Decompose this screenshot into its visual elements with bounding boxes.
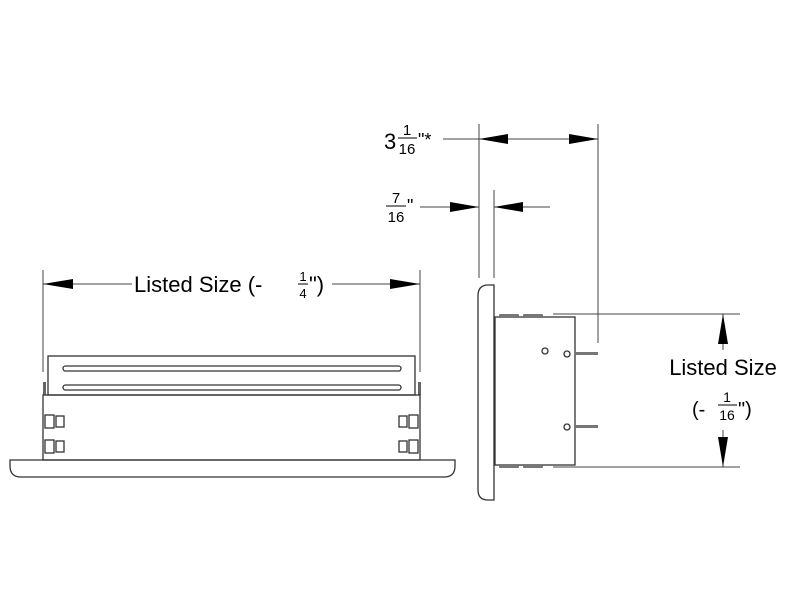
screw <box>541 347 549 355</box>
tabs <box>499 314 543 468</box>
height-denominator: 16 <box>719 407 735 423</box>
arrow <box>479 134 508 144</box>
grille-body-side <box>494 316 576 466</box>
depth-suffix: "* <box>418 130 431 150</box>
screw <box>563 423 571 431</box>
arrow <box>494 202 523 212</box>
tab <box>418 382 421 395</box>
pin <box>575 352 598 355</box>
arrow <box>450 202 479 212</box>
arrow-right <box>390 279 420 289</box>
grille-slot <box>62 365 402 372</box>
flange-denominator: 16 <box>388 209 405 226</box>
flange-suffix: " <box>407 196 413 216</box>
side-view: 3 1 16 "* 7 16 " Listed Size (- 1 <box>384 122 777 501</box>
arrow-down <box>718 437 728 467</box>
grille-body <box>42 394 421 461</box>
grille-slot <box>62 384 402 391</box>
pin <box>575 425 598 428</box>
fraction-denominator: 4 <box>299 286 306 301</box>
screw <box>563 350 571 358</box>
depth-numerator: 1 <box>403 122 411 139</box>
depth-whole: 3 <box>384 129 396 154</box>
arrow-up <box>718 314 728 344</box>
listed-size-label: Listed Size (- <box>134 272 262 297</box>
front-flange <box>477 284 495 501</box>
flange-numerator: 7 <box>392 190 400 207</box>
bolt-group-right <box>398 414 419 454</box>
height-suffix: ") <box>738 399 752 421</box>
front-view: Listed Size (- 1 4 ") <box>9 269 456 478</box>
height-numerator: 1 <box>723 389 731 405</box>
bolt-group-left <box>44 414 65 454</box>
flange <box>9 459 456 478</box>
arrow <box>569 134 598 144</box>
grille-face <box>47 355 416 396</box>
height-label: Listed Size <box>669 355 777 380</box>
fraction-suffix: ") <box>309 272 324 297</box>
arrow-left <box>43 279 73 289</box>
depth-denominator: 16 <box>399 141 416 158</box>
height-prefix: (- <box>692 399 705 421</box>
tab <box>43 382 46 395</box>
fraction-numerator: 1 <box>299 269 306 284</box>
